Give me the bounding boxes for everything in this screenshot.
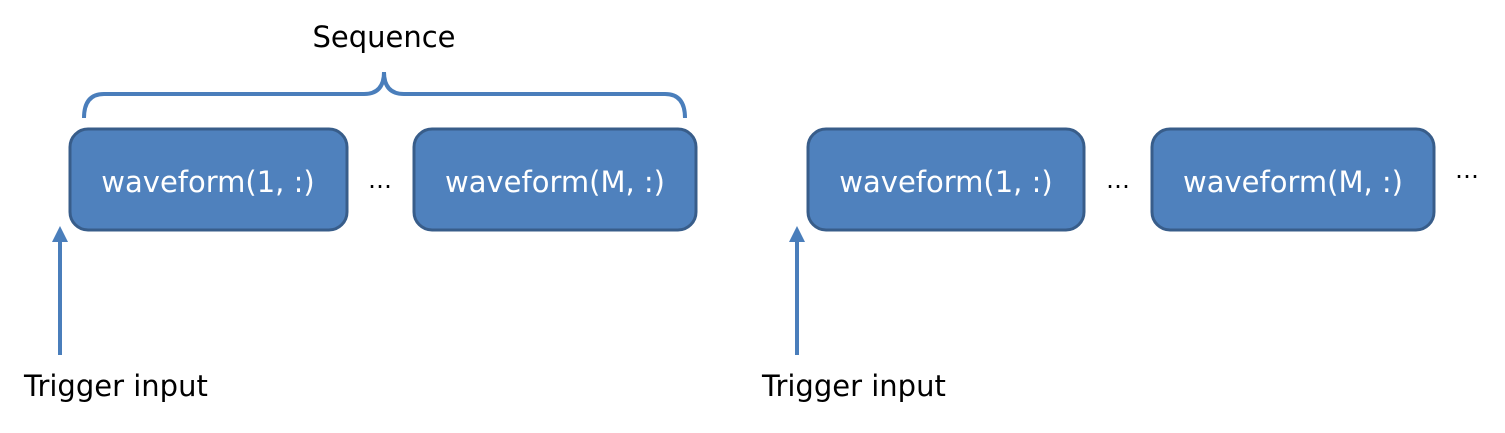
trigger-label: Trigger input xyxy=(761,369,946,403)
waveform-group-2: waveform(1, :) … waveform(M, :) … Trigge… xyxy=(761,127,1479,403)
trigger-label: Trigger input xyxy=(23,369,208,403)
sequence-brace xyxy=(82,71,687,119)
ellipsis: … xyxy=(1455,156,1479,184)
waveform-box xyxy=(806,127,1086,232)
waveform-box-label: waveform(1, :) xyxy=(101,165,314,199)
waveform-group-1: waveform(1, :) … waveform(M, :) Trigger … xyxy=(23,127,698,403)
waveform-box xyxy=(68,127,349,232)
ellipsis: … xyxy=(1106,166,1130,194)
sequence-label: Sequence xyxy=(312,20,455,54)
arrow-up-icon xyxy=(789,226,805,242)
waveform-box-label: waveform(1, :) xyxy=(839,165,1052,199)
waveform-box-label: waveform(M, :) xyxy=(1183,165,1403,199)
waveform-box-label: waveform(M, :) xyxy=(445,165,665,199)
waveform-box xyxy=(412,127,698,232)
arrow-up-icon xyxy=(52,226,68,242)
waveform-box xyxy=(1150,127,1436,232)
ellipsis: … xyxy=(368,166,392,194)
